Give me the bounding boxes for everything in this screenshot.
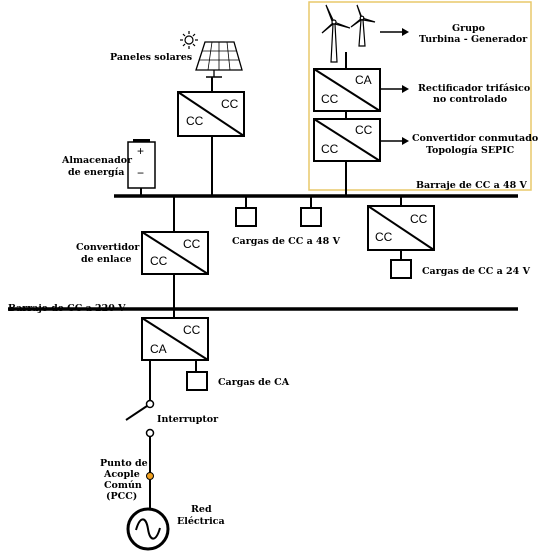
ac-loads-label: Cargas de CA bbox=[218, 377, 290, 388]
battery-minus: − bbox=[137, 166, 144, 180]
converter-rectifier-top: CA bbox=[355, 73, 372, 87]
converter-solar-top: CC bbox=[221, 97, 239, 111]
ac-source-icon bbox=[126, 507, 170, 551]
converter-sepic-bottom: CC bbox=[321, 142, 339, 156]
wind-turbine-icon bbox=[321, 4, 376, 63]
grid-label-1: Red bbox=[191, 504, 212, 515]
bus-220v-label: Barraje de CC a 220 V bbox=[8, 303, 126, 314]
link-converter-label-2: de enlace bbox=[81, 254, 132, 265]
converter-enlace-bottom: CC bbox=[150, 254, 168, 268]
pcc-label-3: Común bbox=[104, 480, 142, 491]
converter-enlace-top: CC bbox=[183, 237, 201, 251]
switch-icon bbox=[125, 399, 155, 438]
turbine-group-label-2: Turbina - Generador bbox=[419, 34, 528, 45]
switch-label: Interruptor bbox=[157, 414, 219, 425]
pcc-label-4: (PCC) bbox=[106, 491, 137, 502]
battery-plus: + bbox=[137, 144, 144, 158]
pcc-label-2: Acople bbox=[103, 469, 140, 480]
bus-48v-label: Barraje de CC a 48 V bbox=[416, 180, 528, 191]
loads-24v-label: Cargas de CC a 24 V bbox=[422, 266, 531, 277]
storage-label-2: de energía bbox=[68, 167, 124, 178]
rectifier-label-1: Rectificador trifásico bbox=[418, 83, 530, 94]
converter-dc24: CC CC bbox=[367, 205, 435, 251]
converter-enlace: CC CC bbox=[141, 231, 209, 275]
loads-48v-label: Cargas de CC a 48 V bbox=[232, 236, 341, 247]
pcc-node bbox=[146, 472, 154, 480]
solar-panel-icon bbox=[195, 41, 243, 78]
converter-dc24-top: CC bbox=[410, 212, 428, 226]
solar-panels-label: Paneles solares bbox=[110, 52, 192, 63]
grid-label-2: Eléctrica bbox=[177, 516, 225, 527]
turbine-group-label-1: Grupo bbox=[452, 23, 485, 34]
sun-icon bbox=[180, 31, 198, 49]
pcc-label-1: Punto de bbox=[100, 458, 148, 469]
load-dc48-2 bbox=[300, 207, 322, 227]
converter-dc24-bottom: CC bbox=[375, 230, 393, 244]
converter-sepic-top: CC bbox=[355, 123, 373, 137]
wind-group-highlight bbox=[308, 1, 532, 191]
converter-sepic: CC CC bbox=[313, 118, 381, 162]
converter-rectifier-bottom: CC bbox=[321, 92, 339, 106]
converter-solar: CC CC bbox=[177, 91, 245, 137]
sepic-label-2: Topología SEPIC bbox=[426, 145, 515, 156]
storage-label-1: Almacenador bbox=[61, 155, 133, 166]
converter-rectifier: CA CC bbox=[313, 68, 381, 112]
load-dc48-1 bbox=[235, 207, 257, 227]
annotation-arrows bbox=[380, 28, 409, 145]
load-ac bbox=[186, 371, 208, 391]
converter-solar-bottom: CC bbox=[186, 114, 204, 128]
converter-inverter-top: CC bbox=[183, 323, 201, 337]
converter-inverter-bottom: CA bbox=[150, 342, 167, 356]
rectifier-label-2: no controlado bbox=[433, 94, 507, 105]
converter-inverter: CC CA bbox=[141, 317, 209, 361]
sepic-label-1: Convertidor conmutado bbox=[412, 133, 538, 144]
load-dc24 bbox=[390, 259, 412, 279]
link-converter-label-1: Convertidor bbox=[76, 242, 140, 253]
